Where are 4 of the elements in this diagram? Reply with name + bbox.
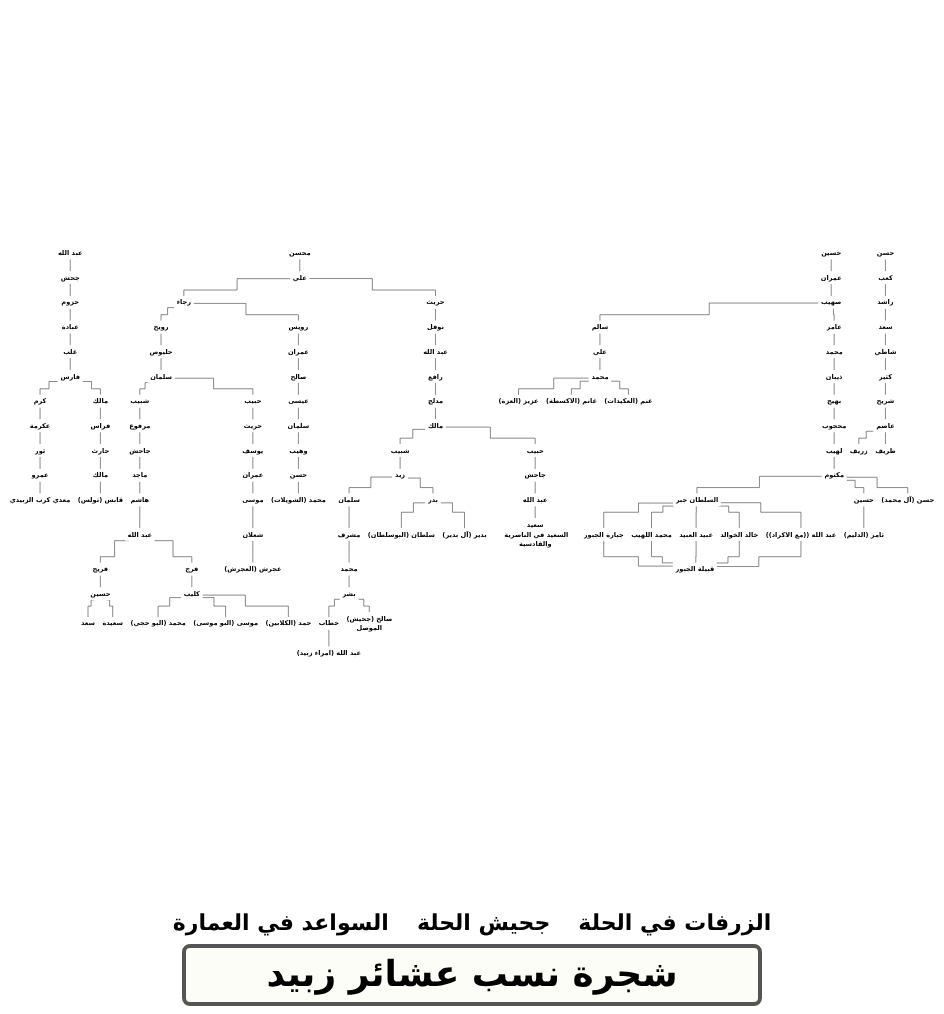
note-text: الزرفات في الحلة: [578, 910, 772, 936]
note-text: السواعد في العمارة: [172, 910, 389, 936]
note-text: جحيش الحلة: [416, 910, 551, 936]
title-scroll: شجرة نسب عشائر زبيد: [182, 944, 762, 1006]
